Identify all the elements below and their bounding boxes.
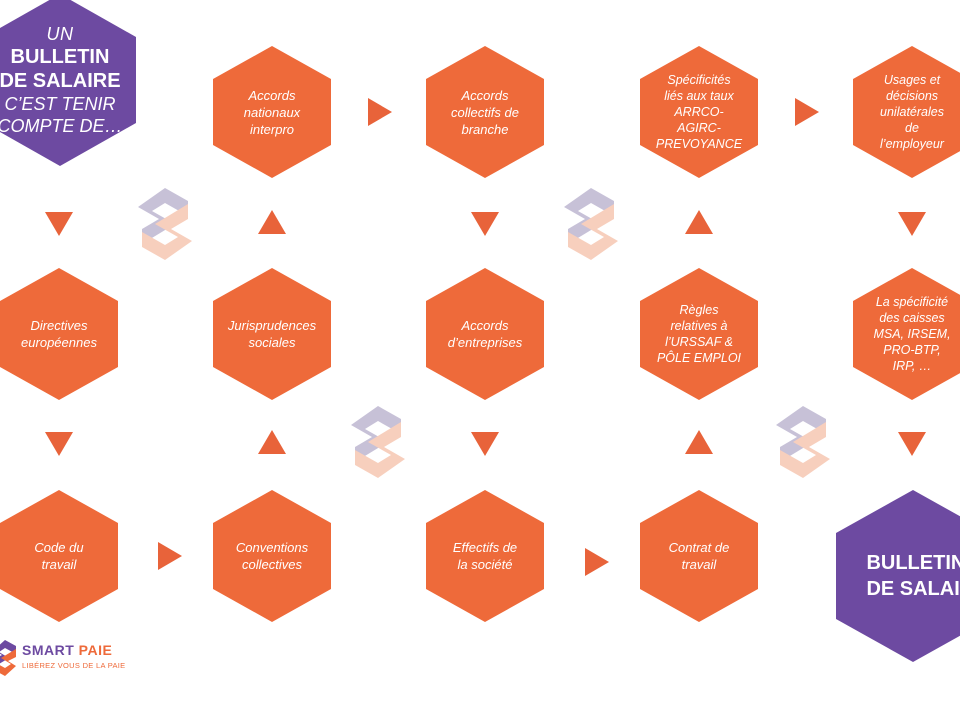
brand-tagline: LIBÉREZ VOUS DE LA PAIE	[22, 661, 126, 670]
end-hexagon: BULLETIN DE SALAIRE	[836, 490, 960, 662]
arrow-up-2	[258, 210, 286, 234]
node-jurisprudences: Jurisprudences sociales	[213, 268, 331, 400]
start-hexagon: UN BULLETIN DE SALAIRE C’EST TENIR COMPT…	[0, 0, 136, 166]
arrow-down-1	[45, 212, 73, 236]
node-accords-nationaux: Accords nationaux interpro	[213, 46, 331, 178]
node-conventions-label: Conventions collectives	[235, 540, 309, 572]
arrow-right-2	[368, 98, 392, 126]
start-line-de-salaire: DE SALAIRE	[0, 70, 121, 92]
brand-name-part2: PAIE	[78, 642, 113, 658]
smart-paie-logo-icon	[0, 640, 16, 676]
node-regles-label: Règles relatives à l’URSSAF & PÔLE EMPLO…	[656, 303, 742, 365]
start-line-un: UN	[46, 24, 74, 44]
node-regles-urssaf: Règles relatives à l’URSSAF & PÔLE EMPLO…	[640, 268, 758, 400]
start-line-cest-tenir: C’EST TENIR	[4, 94, 116, 114]
node-accords-branche: Accords collectifs de branche	[426, 46, 544, 178]
start-line-bulletin: BULLETIN	[10, 46, 110, 68]
arrow-right-1	[158, 542, 182, 570]
arrow-down-3	[471, 212, 499, 236]
node-jurisprudences-label: Jurisprudences sociales	[227, 318, 317, 350]
node-accords-entreprises: Accords d’entreprises	[426, 268, 544, 400]
brand-name: SMART PAIE	[22, 642, 112, 658]
arrow-right-4	[795, 98, 819, 126]
start-line-compte-de: COMPTE DE…	[0, 116, 123, 136]
node-conventions-collectives: Conventions collectives	[213, 490, 331, 622]
arrow-down-2	[45, 432, 73, 456]
watermark-logo-icon	[138, 188, 192, 260]
node-specificites-label: Spécificités liés aux taux ARRCO- AGIRC-…	[655, 73, 743, 151]
arrow-up-4	[685, 210, 713, 234]
node-specificites: Spécificités liés aux taux ARRCO- AGIRC-…	[640, 46, 758, 178]
node-usages: Usages et décisions unilatérales de l’em…	[853, 46, 960, 178]
node-code-du-travail: Code du travail	[0, 490, 118, 622]
watermark-logo-icon	[351, 406, 405, 478]
node-accords-nationaux-label: Accords nationaux interpro	[243, 87, 301, 137]
end-label: BULLETIN DE SALAIRE	[866, 552, 960, 600]
node-contrat-label: Contrat de travail	[668, 540, 730, 572]
arrow-right-3	[585, 548, 609, 576]
brand-logo: SMART PAIE LIBÉREZ VOUS DE LA PAIE	[0, 640, 140, 680]
arrow-up-1	[258, 430, 286, 454]
arrow-down-5	[898, 212, 926, 236]
node-effectifs: Effectifs de la société	[426, 490, 544, 622]
node-directives: Directives européennes	[0, 268, 118, 400]
node-caisses-label: La spécificité des caisses MSA, IRSEM, P…	[873, 295, 951, 373]
node-accords-branche-label: Accords collectifs de branche	[451, 87, 519, 137]
node-effectifs-label: Effectifs de la société	[452, 540, 518, 572]
node-caisses: La spécificité des caisses MSA, IRSEM, P…	[853, 268, 960, 400]
arrow-down-6	[898, 432, 926, 456]
node-usages-label: Usages et décisions unilatérales de l’em…	[880, 73, 944, 151]
node-accords-entreprises-label: Accords d’entreprises	[447, 318, 523, 350]
node-contrat-travail: Contrat de travail	[640, 490, 758, 622]
node-code-du-travail-label: Code du travail	[34, 540, 84, 572]
watermark-logo-icon	[776, 406, 830, 478]
arrow-down-4	[471, 432, 499, 456]
node-directives-label: Directives européennes	[21, 318, 97, 350]
arrow-up-3	[685, 430, 713, 454]
watermark-logo-icon	[564, 188, 618, 260]
brand-name-part1: SMART	[22, 642, 79, 658]
